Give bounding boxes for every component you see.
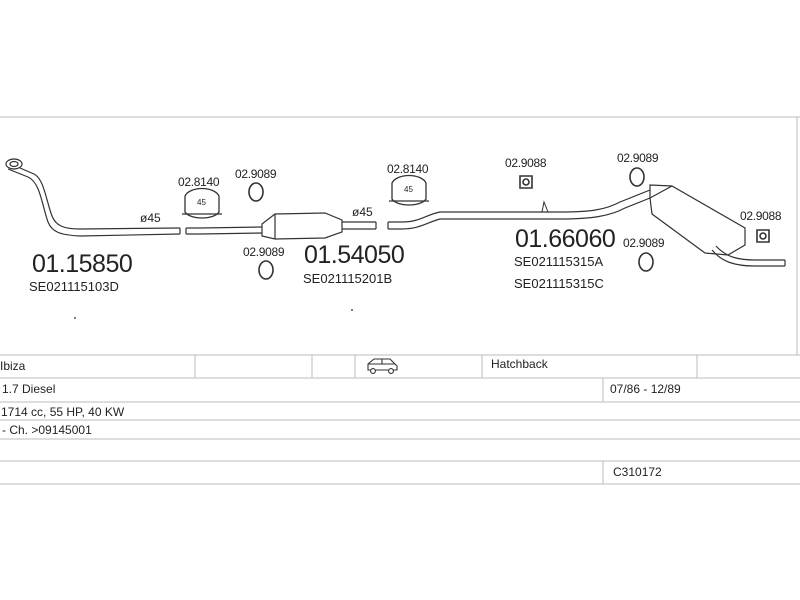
hanger-5-part-number: 02.9089 xyxy=(623,236,665,250)
rear-silencer-oem-number-c: SE021115315C xyxy=(514,276,604,291)
hanger-icon-1 xyxy=(248,182,264,202)
clamp-icon-1 xyxy=(182,187,222,219)
clamp-2-label: 45 xyxy=(404,185,413,194)
clamp-1-part-number: 02.8140 xyxy=(178,175,220,189)
middle-silencer-oem-number: SE021115201B xyxy=(303,271,393,286)
front-pipe-oem-number: SE021115103D xyxy=(29,279,119,294)
hanger-3-part-number: 02.9088 xyxy=(505,156,547,170)
front-pipe-part-number: 01.15850 xyxy=(32,250,133,278)
rear-silencer-oem-number-a: SE021115315A xyxy=(514,254,604,269)
hanger-1-part-number: 02.9089 xyxy=(235,167,277,181)
middle-silencer xyxy=(199,212,377,240)
hanger-icon-6 xyxy=(756,229,770,243)
hanger-icon-2 xyxy=(258,260,274,280)
clamp-1-label: 45 xyxy=(197,198,206,207)
vehicle-engine: 1.7 Diesel xyxy=(2,382,56,396)
catalog-code: C310172 xyxy=(613,465,662,479)
production-period: 07/86 - 12/89 xyxy=(610,382,681,396)
info-table-grid xyxy=(0,354,800,485)
rear-silencer-part-number: 01.66060 xyxy=(515,225,616,253)
hanger-6-part-number: 02.9088 xyxy=(740,209,782,223)
rear-silencer xyxy=(401,184,786,267)
hanger-2-part-number: 02.9089 xyxy=(243,245,285,259)
front-pipe xyxy=(5,158,181,237)
middle-silencer-part-number: 01.54050 xyxy=(304,241,405,269)
pipe-end-2 xyxy=(387,221,402,230)
engine-spec: 1714 cc, 55 HP, 40 KW xyxy=(1,405,125,419)
hanger-icon-4 xyxy=(629,167,645,187)
hanger-icon-3 xyxy=(519,175,533,189)
vehicle-model: Ibiza xyxy=(0,359,26,373)
chassis-note: - Ch. >09145001 xyxy=(2,423,92,437)
bracket-mark xyxy=(541,200,549,213)
clamp-icon-2 xyxy=(389,174,429,206)
pipe-end-1 xyxy=(185,227,200,235)
front-pipe-diameter: ø45 xyxy=(140,211,161,225)
dot-mark-2 xyxy=(351,309,353,311)
vehicle-body-type: Hatchback xyxy=(491,357,548,371)
hanger-4-part-number: 02.9089 xyxy=(617,151,659,165)
hanger-icon-5 xyxy=(638,252,654,272)
middle-pipe-diameter: ø45 xyxy=(352,205,373,219)
car-side-icon xyxy=(367,358,398,374)
clamp-2-part-number: 02.8140 xyxy=(387,162,429,176)
dot-mark-1 xyxy=(74,317,76,319)
